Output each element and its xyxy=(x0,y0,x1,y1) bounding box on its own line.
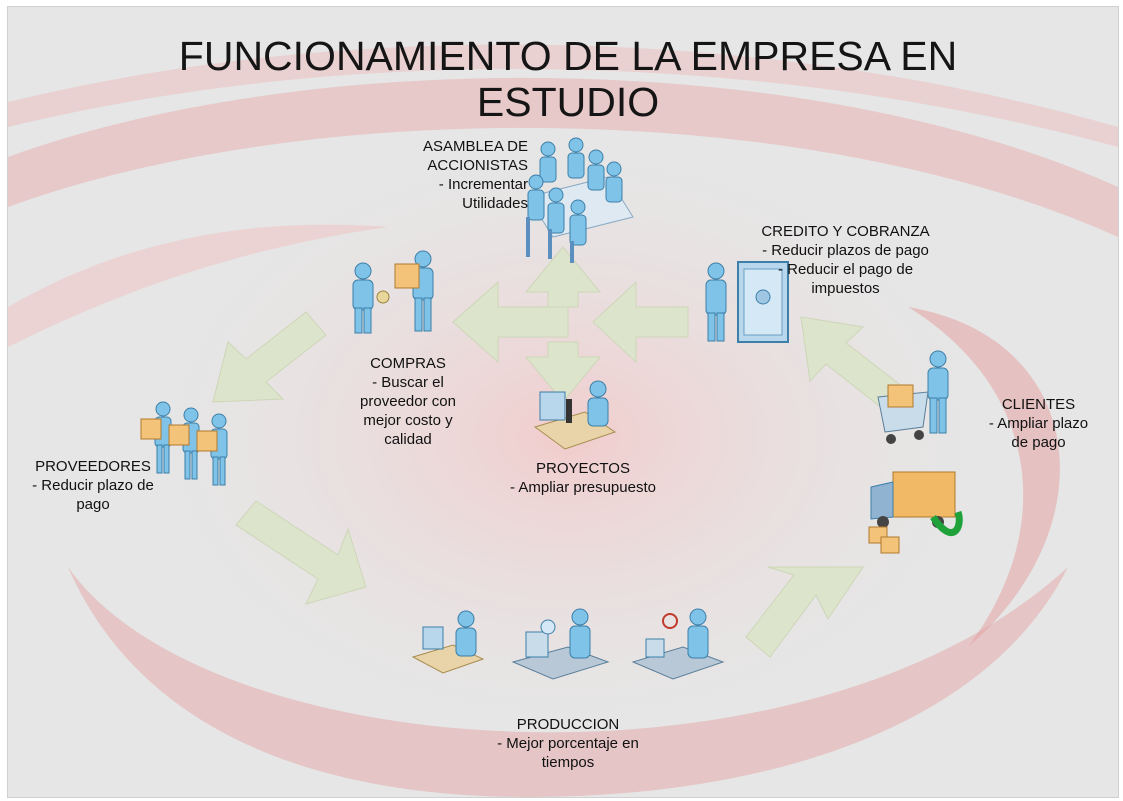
clientes-name: CLIENTES xyxy=(1001,396,1076,413)
arrow-down-to-proyectos xyxy=(524,341,602,403)
asamblea-name-line2: ACCIONISTAS xyxy=(427,157,528,174)
page-title: FUNCIONAMIENTO DE LA EMPRESA EN ESTUDIO xyxy=(178,33,958,125)
arrow-produccion-to-clientes xyxy=(745,566,864,658)
proveedores-detail-line2: pago xyxy=(76,496,110,513)
lab-desk-icon xyxy=(533,380,617,450)
asamblea-detail-line1: - Incrementar xyxy=(438,176,528,193)
compras-name: COMPRAS xyxy=(370,355,446,372)
clientes-label: CLIENTES - Ampliar plazo de pago xyxy=(976,395,1101,452)
asamblea-detail-line2: Utilidades xyxy=(462,195,528,212)
clientes-detail-line2: de pago xyxy=(1011,434,1066,451)
safe-icon xyxy=(705,261,789,343)
compras-detail-line3: mejor costo y xyxy=(363,412,453,429)
proveedores-detail-line1: - Reducir plazo de xyxy=(32,477,154,494)
flow-arrows xyxy=(212,246,904,658)
proveedores-label: PROVEEDORES - Reducir plazo de pago xyxy=(13,457,173,514)
credito-label: CREDITO Y COBRANZA - Reducir plazos de p… xyxy=(748,222,943,298)
purchase-icon xyxy=(352,250,434,334)
credito-detail-line3: impuestos xyxy=(811,280,880,297)
produccion-detail-line1: - Mejor porcentaje en xyxy=(497,735,639,752)
asamblea-name-line1: ASAMBLEA DE xyxy=(422,138,528,155)
credito-detail-line2: - Reducir el pago de xyxy=(777,261,914,278)
compras-detail-line1: - Buscar el xyxy=(372,374,444,391)
credito-detail-line1: - Reducir plazos de pago xyxy=(762,242,929,259)
arrow-compras-to-proveedores xyxy=(212,311,327,403)
compras-detail-line4: calidad xyxy=(384,431,432,448)
boardroom-icon xyxy=(526,137,634,263)
proyectos-name: PROYECTOS xyxy=(536,460,630,477)
asamblea-label: ASAMBLEA DE ACCIONISTAS - Incrementar Ut… xyxy=(398,137,528,213)
slide: FUNCIONAMIENTO DE LA EMPRESA EN ESTUDIO xyxy=(7,6,1119,798)
proyectos-label: PROYECTOS - Ampliar presupuesto xyxy=(488,459,678,497)
compras-label: COMPRAS - Buscar el proveedor con mejor … xyxy=(348,354,468,449)
credito-name: CREDITO Y COBRANZA xyxy=(761,223,930,240)
arrow-center-to-compras xyxy=(452,280,569,364)
compras-detail-line2: proveedor con xyxy=(360,393,456,410)
produccion-name: PRODUCCION xyxy=(516,716,620,733)
arrow-credito-to-center xyxy=(592,280,689,364)
proveedores-name: PROVEEDORES xyxy=(35,458,151,475)
arrow-proveedores-to-produccion xyxy=(235,500,367,605)
produccion-detail-line2: tiempos xyxy=(541,754,595,771)
clientes-detail-line1: - Ampliar plazo xyxy=(988,415,1089,432)
produccion-label: PRODUCCION - Mejor porcentaje en tiempos xyxy=(478,715,658,772)
factory-workers-icon xyxy=(411,608,725,680)
shopping-cart-icon xyxy=(868,350,963,554)
suppliers-icon xyxy=(140,401,228,486)
proyectos-detail: - Ampliar presupuesto xyxy=(510,479,656,496)
